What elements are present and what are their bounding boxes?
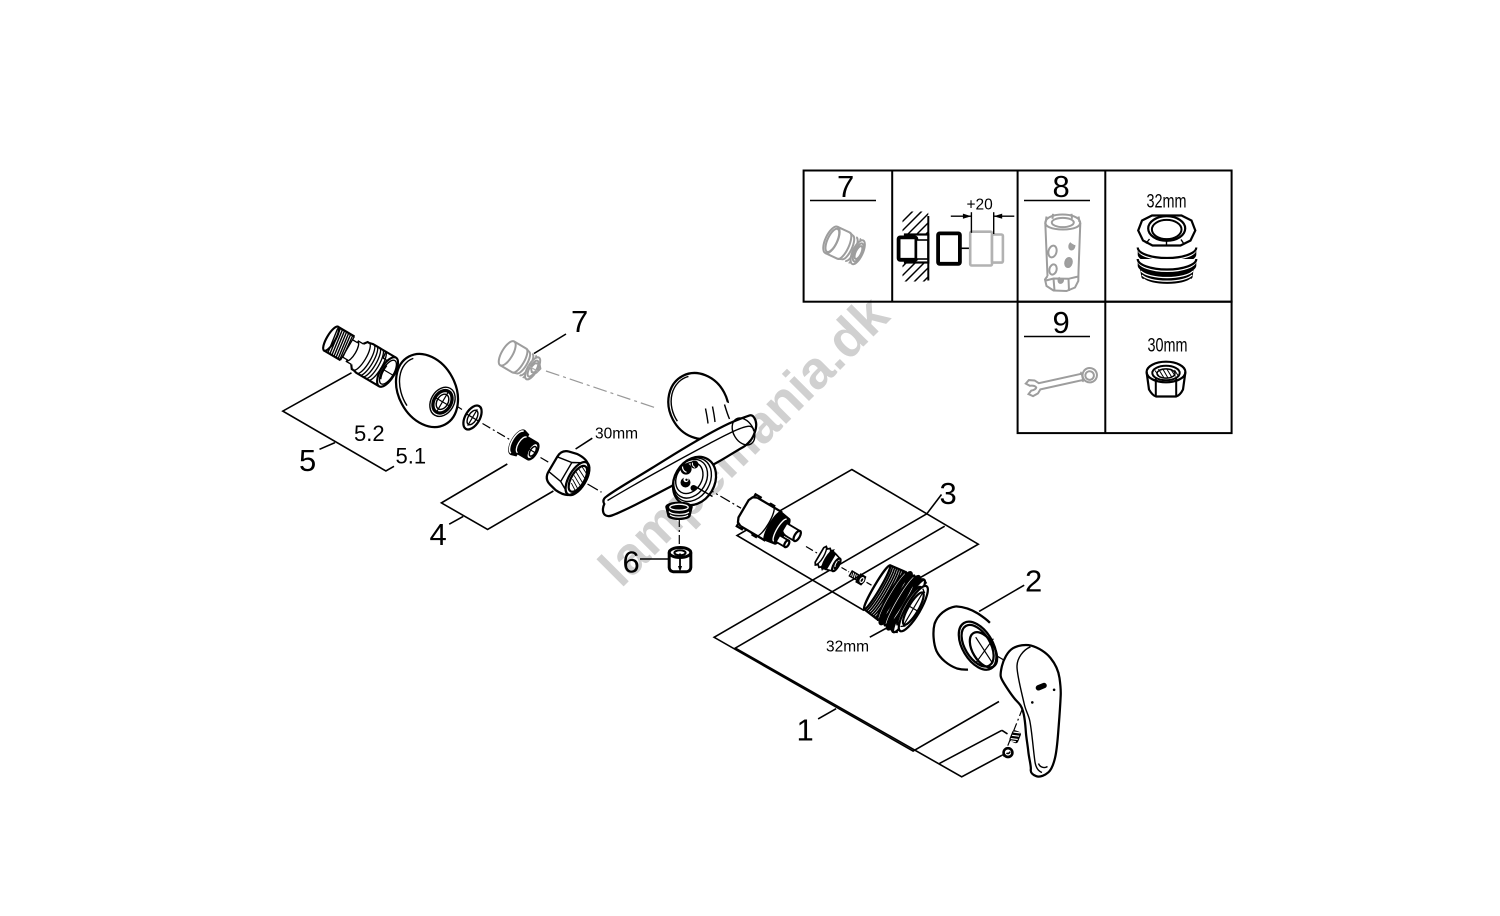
svg-text:5.2: 5.2 xyxy=(354,421,385,446)
svg-text:4: 4 xyxy=(430,517,447,552)
svg-text:30mm: 30mm xyxy=(1148,336,1188,357)
svg-text:32mm: 32mm xyxy=(1147,192,1187,213)
svg-text:7: 7 xyxy=(837,169,854,204)
svg-text:7: 7 xyxy=(571,304,588,339)
svg-text:32mm: 32mm xyxy=(826,639,869,656)
svg-text:1: 1 xyxy=(797,713,814,748)
svg-text:9: 9 xyxy=(1053,305,1070,340)
svg-text:5.1: 5.1 xyxy=(396,444,427,469)
svg-text:6: 6 xyxy=(623,545,640,580)
svg-text:+20: +20 xyxy=(967,197,994,214)
svg-text:5: 5 xyxy=(299,443,316,478)
svg-text:3: 3 xyxy=(940,476,957,511)
svg-text:30mm: 30mm xyxy=(595,426,638,443)
svg-text:2: 2 xyxy=(1025,564,1042,599)
svg-text:8: 8 xyxy=(1053,169,1070,204)
